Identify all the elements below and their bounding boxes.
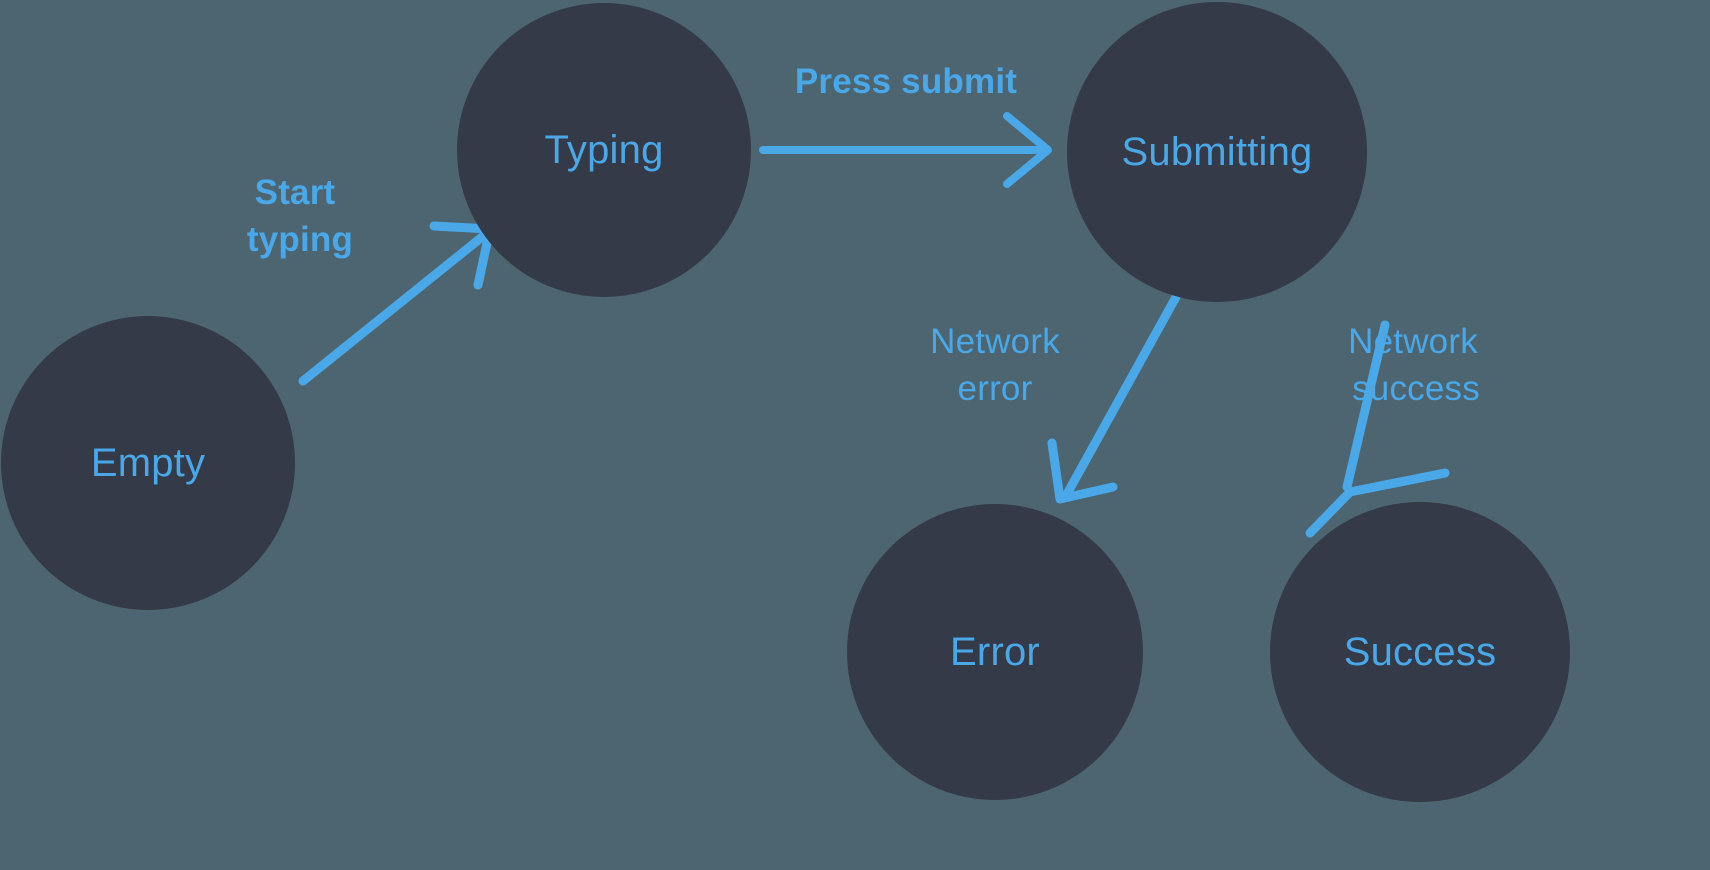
transition-network-success-arrowhead (1305, 468, 1450, 538)
transition-label-start-typing: Start typing (247, 173, 353, 259)
state-node-submitting-label: Submitting (1122, 130, 1313, 174)
transition-edges (298, 112, 1450, 538)
transition-start-typing-line (298, 228, 492, 386)
transition-press-submit[interactable] (759, 112, 1052, 188)
transition-network-error-line (1062, 292, 1181, 499)
state-node-success[interactable]: Success (1270, 502, 1570, 802)
state-node-success-circle (1270, 502, 1570, 802)
state-node-error-circle (847, 504, 1143, 800)
transition-network-success-line (1342, 320, 1390, 492)
transition-network-success[interactable] (1305, 320, 1450, 538)
transition-press-submit-arrowhead (1003, 112, 1052, 188)
state-node-submitting-circle (1067, 2, 1367, 302)
transition-label-network-success-line-2: success (1352, 369, 1480, 408)
state-node-error[interactable]: Error (847, 504, 1143, 800)
state-node-empty-circle (1, 316, 295, 610)
transition-label-start-typing-line-1: Start (255, 173, 336, 212)
state-node-typing-label: Typing (544, 128, 663, 172)
transition-network-error[interactable] (1047, 292, 1181, 504)
transition-label-network-error: Network error (930, 322, 1070, 408)
state-node-empty[interactable]: Empty (1, 316, 295, 610)
transition-label-network-error-line-1: Network (930, 322, 1060, 361)
transition-label-press-submit-line-1: Press submit (795, 62, 1017, 101)
transition-network-error-arrowhead (1047, 438, 1118, 504)
transition-label-start-typing-line-2: typing (247, 220, 353, 259)
state-nodes: Empty Typing Submitting Error Success (1, 2, 1570, 802)
state-node-error-label: Error (950, 630, 1040, 674)
transition-label-network-error-line-2: error (958, 369, 1033, 408)
transition-label-press-submit: Press submit (795, 62, 1017, 101)
state-node-submitting[interactable]: Submitting (1067, 2, 1367, 302)
state-node-empty-label: Empty (91, 441, 205, 485)
state-node-typing-circle (457, 3, 751, 297)
state-node-typing[interactable]: Typing (457, 3, 751, 297)
transition-label-network-success: Network success (1348, 322, 1488, 408)
transition-label-network-success-line-1: Network (1348, 322, 1478, 361)
state-node-success-label: Success (1344, 630, 1497, 674)
transition-labels: Start typing Press submit Network error … (247, 62, 1488, 408)
